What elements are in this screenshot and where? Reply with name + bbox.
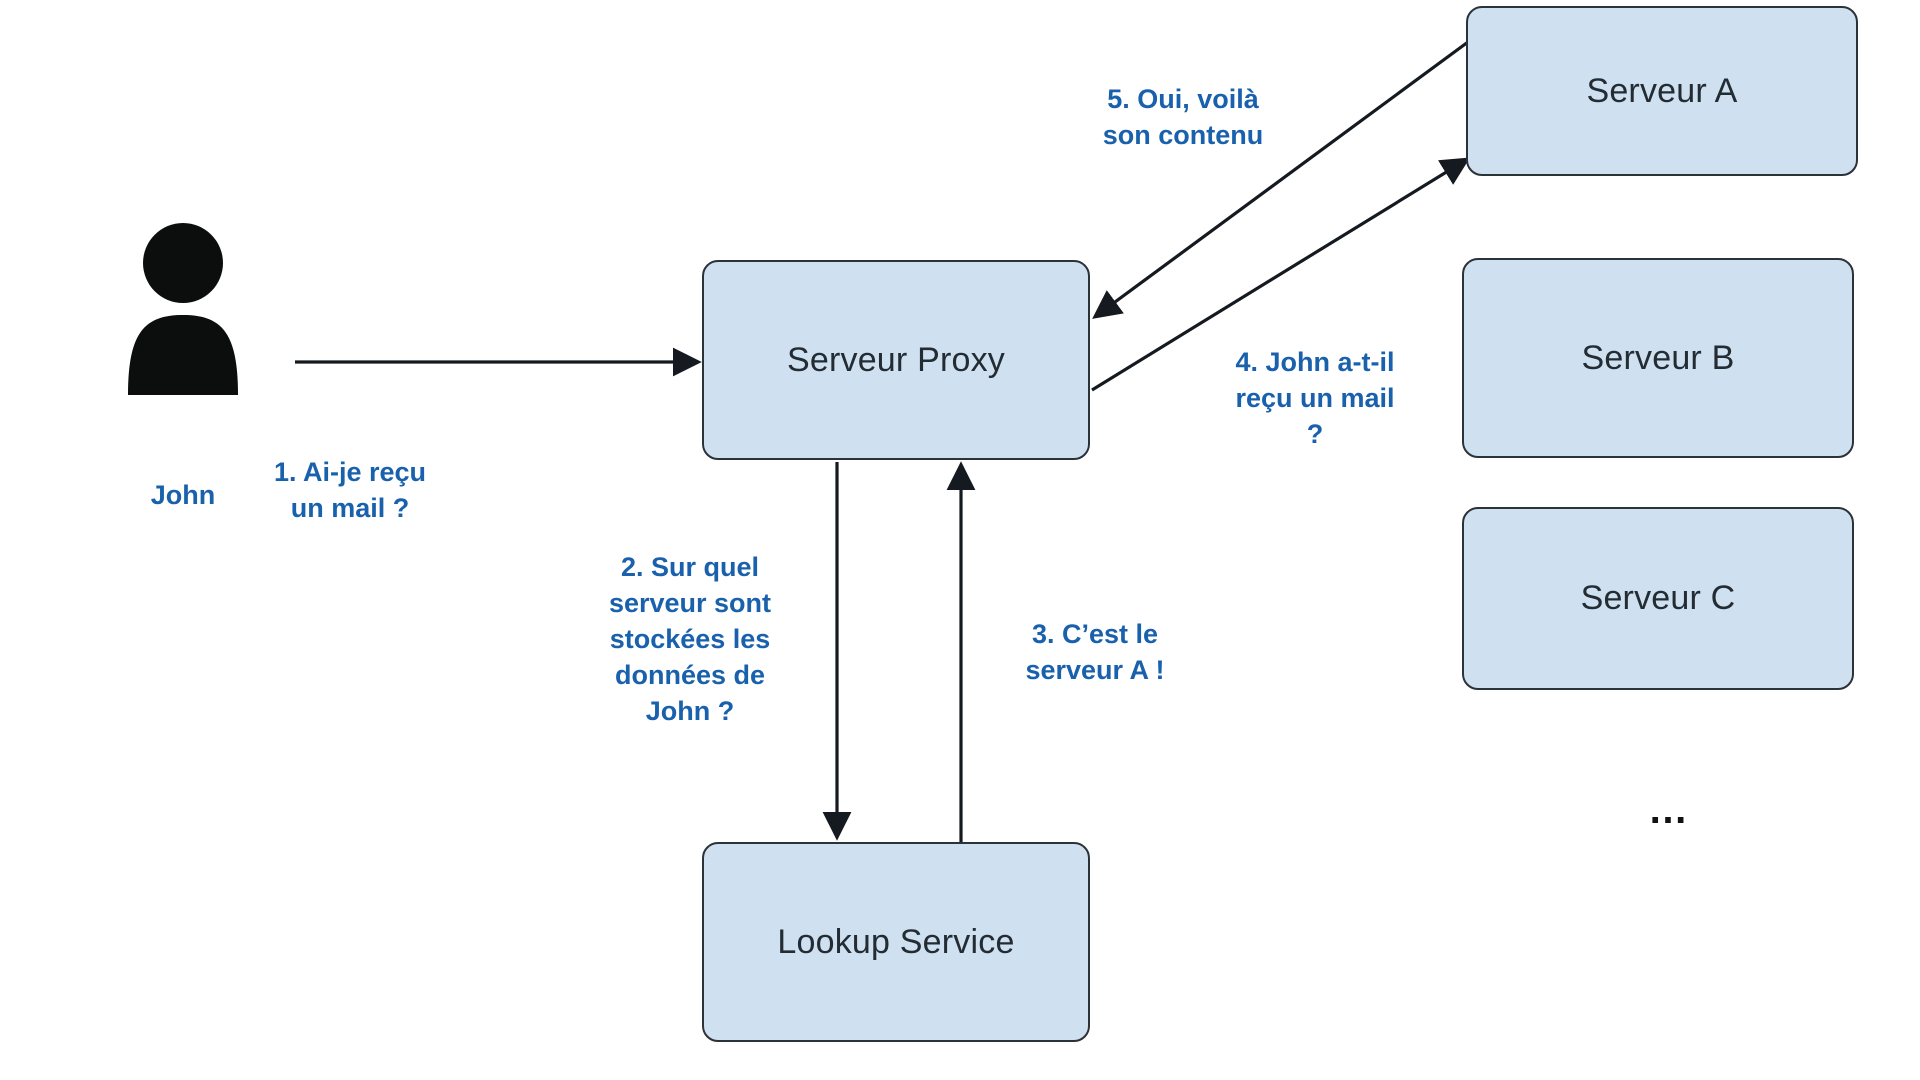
node-label-serveur-a: Serveur A (1586, 71, 1738, 110)
step-label-5: 5. Oui, voilà son contenu (1102, 84, 1264, 150)
node-label-serveur-proxy: Serveur Proxy (786, 340, 1005, 379)
node-label-lookup-service: Lookup Service (777, 922, 1015, 961)
node-serveur-a[interactable]: Serveur A (1466, 6, 1858, 176)
node-serveur-b[interactable]: Serveur B (1462, 258, 1854, 458)
step-label-3: 3. C’est le serveur A ! (1025, 619, 1165, 685)
step-label-1: 1. Ai-je reçu un mail ? (273, 457, 427, 523)
person-icon (128, 223, 238, 395)
node-label-serveur-c: Serveur C (1580, 579, 1736, 617)
node-lookup-service[interactable]: Lookup Service (702, 842, 1090, 1042)
step-label-4: 4. John a-t-il reçu un mail ? (1235, 347, 1395, 449)
more-servers-ellipsis: … (1648, 788, 1691, 832)
node-label-serveur-b: Serveur B (1581, 338, 1735, 377)
actor-label-john: John (150, 480, 216, 510)
step-label-2: 2. Sur quel serveur sont stockées les do… (608, 552, 772, 726)
node-serveur-proxy[interactable]: Serveur Proxy (702, 260, 1090, 460)
node-serveur-c[interactable]: Serveur C (1462, 507, 1854, 690)
